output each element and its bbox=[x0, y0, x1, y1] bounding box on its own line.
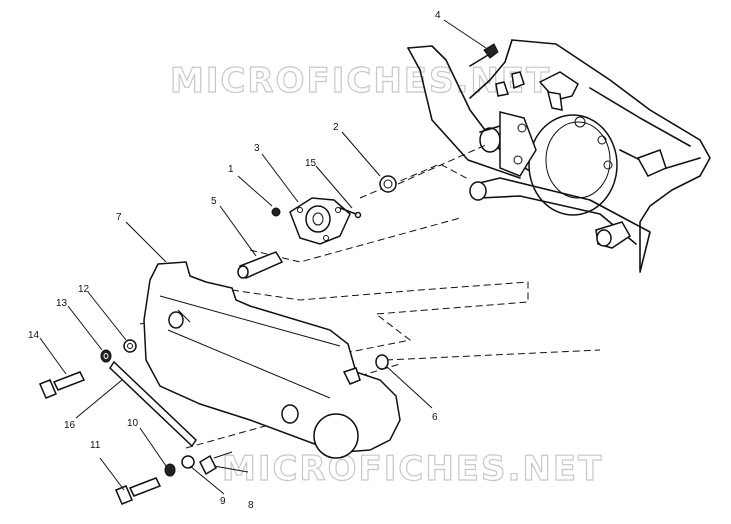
callout-16: 16 bbox=[64, 420, 76, 431]
callout-10: 10 bbox=[127, 418, 139, 429]
part-1-nut bbox=[271, 207, 281, 217]
callout-8: 8 bbox=[248, 500, 254, 511]
part-9-washer bbox=[181, 455, 195, 469]
part-7-guard bbox=[143, 261, 401, 459]
part-8-bolt bbox=[199, 451, 233, 476]
part-13-washer bbox=[100, 349, 112, 363]
part-2-bushing bbox=[379, 175, 397, 193]
callout-4: 4 bbox=[435, 10, 441, 21]
part-10-washer bbox=[164, 463, 176, 477]
callout-2: 2 bbox=[333, 122, 339, 133]
callout-15: 15 bbox=[305, 158, 317, 169]
part-5-spacer bbox=[237, 251, 284, 279]
callout-13: 13 bbox=[56, 298, 68, 309]
bolt-4 bbox=[469, 43, 499, 67]
callout-12: 12 bbox=[78, 284, 90, 295]
callout-5: 5 bbox=[211, 196, 217, 207]
engine-assembly bbox=[407, 39, 711, 273]
callout-6: 6 bbox=[432, 412, 438, 423]
part-6-bushing bbox=[375, 354, 389, 370]
callout-11: 11 bbox=[90, 440, 101, 451]
part-3-flange bbox=[289, 197, 351, 245]
engine-housing-outline bbox=[511, 39, 711, 271]
leader-lines bbox=[39, 19, 487, 495]
part-14-bolt bbox=[39, 371, 86, 399]
part-11-bolt bbox=[115, 477, 162, 505]
part-12-washer bbox=[123, 339, 137, 353]
callout-7: 7 bbox=[116, 212, 122, 223]
watermark-bottom: MICROFICHES.NET bbox=[222, 449, 603, 489]
callout-9: 9 bbox=[220, 496, 226, 507]
callout-1: 1 bbox=[228, 164, 234, 175]
lower-frame-tube bbox=[474, 177, 651, 273]
callout-labels: 1 2 3 4 5 6 7 8 9 10 11 12 13 14 15 16 bbox=[28, 10, 441, 511]
mount-plate bbox=[499, 111, 537, 177]
part-15-screw bbox=[339, 207, 362, 219]
part-16-rod bbox=[109, 360, 197, 448]
callout-3: 3 bbox=[254, 143, 260, 154]
watermark-top: MICROFICHES.NET bbox=[170, 61, 551, 101]
callout-14: 14 bbox=[28, 330, 40, 341]
frame-rail-lower bbox=[419, 69, 521, 179]
